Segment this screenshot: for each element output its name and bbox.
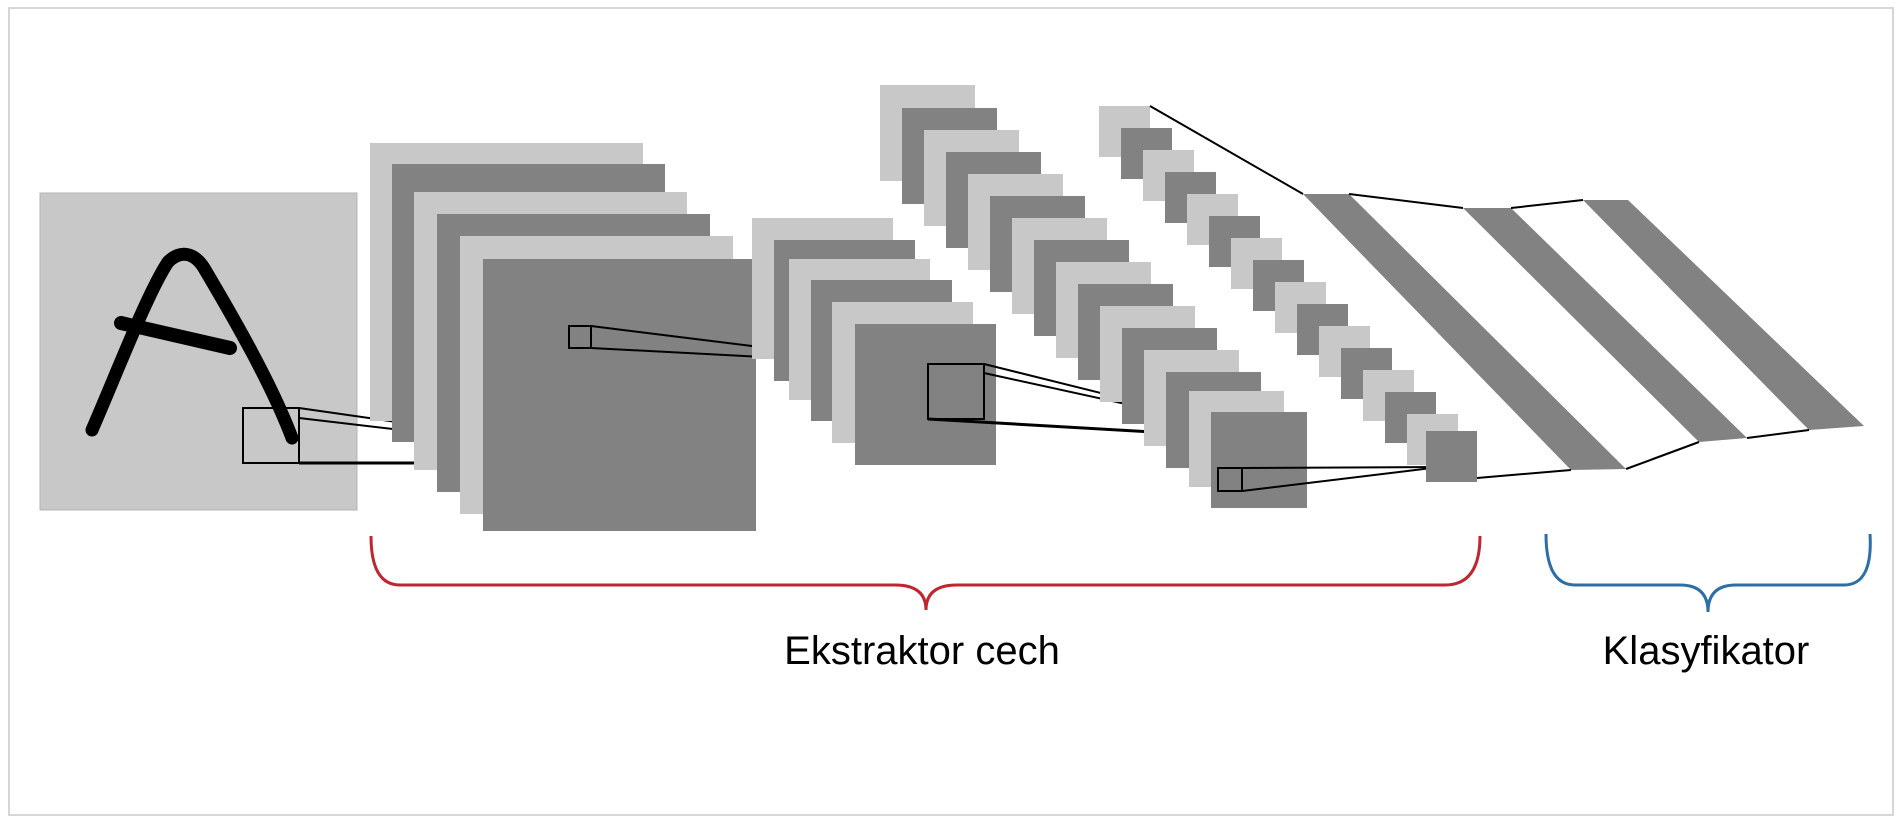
classifier-brace <box>1544 533 1872 613</box>
classifier-label: Klasyfikator <box>1603 629 1810 673</box>
conv1-receptive-field <box>568 325 592 349</box>
fully-connected-layers <box>1149 105 1864 479</box>
fc-layer-3 <box>1583 200 1864 430</box>
handwritten-letter-a <box>85 247 299 445</box>
conv1-feature-maps <box>370 143 756 531</box>
connector-conv2-to-pool2 <box>1241 466 1441 492</box>
pool2-map <box>1426 431 1477 482</box>
input-image <box>39 192 358 511</box>
input-image-background <box>39 192 358 511</box>
conv2-map <box>1211 412 1307 508</box>
pool1-receptive-field <box>927 363 985 420</box>
input-receptive-field <box>242 407 300 464</box>
conv1-map <box>483 259 756 531</box>
pool1-feature-maps <box>752 218 996 465</box>
conv2-receptive-field <box>1217 467 1243 492</box>
pool2-feature-maps <box>1099 106 1477 482</box>
fc-connectors <box>1149 105 1810 479</box>
feature-extractor-label: Ekstraktor cech <box>784 629 1060 673</box>
pool1-map <box>855 324 996 465</box>
conv2-feature-maps <box>880 85 1307 508</box>
fc-layer-1 <box>1303 194 1626 470</box>
feature-extractor-brace <box>369 535 1482 611</box>
fc-layer-2 <box>1463 208 1747 442</box>
